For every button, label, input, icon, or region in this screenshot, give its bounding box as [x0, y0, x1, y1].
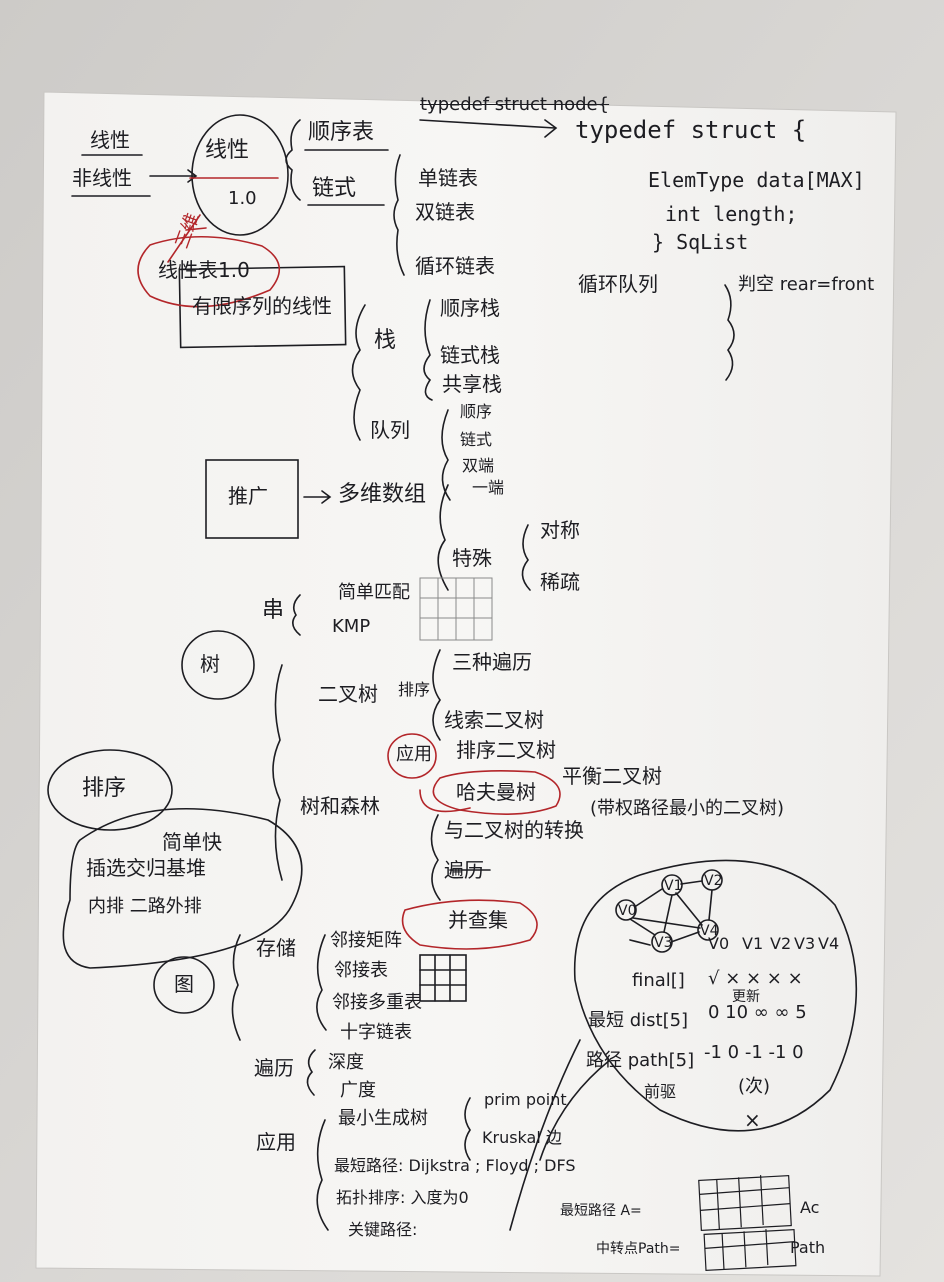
dij-header-v1: V1	[742, 934, 764, 953]
note-shared-stack: 共享栈	[442, 372, 502, 396]
note-queue-seq: 顺序	[460, 402, 493, 421]
dij-node-v2: V2	[704, 873, 723, 889]
note-ac: Ac	[800, 1198, 820, 1217]
note-forest: 树和森林	[300, 794, 380, 818]
note-graph: 图	[174, 972, 194, 996]
note-graph-store: 存储	[256, 936, 296, 960]
note-sparse: 稀疏	[540, 570, 580, 594]
dij-header-v2: V2	[770, 934, 792, 953]
note-graph-apply: 应用	[256, 1130, 296, 1154]
code-line-2: ElemType data[MAX]	[648, 168, 865, 192]
note-topo-sort: 拓扑排序: 入度为0	[336, 1188, 469, 1207]
note-finite-seq: 有限序列的线性	[192, 294, 332, 318]
dij-x-mark: ×	[744, 1108, 761, 1132]
note-seq-stack: 顺序栈	[440, 296, 500, 320]
note-struck-typedef: typedef struct node{	[420, 94, 610, 115]
note-queue-double: 双端	[462, 456, 495, 475]
note-adj-multi: 邻接多重表	[332, 992, 422, 1013]
note-balanced-bt: 平衡二叉树	[562, 764, 662, 788]
dij-prev-label: 前驱	[644, 1082, 677, 1101]
note-special: 特殊	[452, 546, 492, 570]
dij-header-v0: V0	[708, 934, 730, 953]
note-sp-label: 最短路径 A=	[560, 1203, 642, 1219]
note-empty-judge: 判空 rear=front	[738, 274, 875, 295]
note-shortest-path: 最短路径: Dijkstra ; Floyd ; DFS	[334, 1156, 576, 1175]
note-multi-dim-array: 多维数组	[338, 482, 427, 507]
note-bt-sort: 排序	[398, 680, 431, 699]
note-version: 1.0	[228, 188, 257, 209]
note-symmetric: 对称	[540, 518, 580, 542]
dij-node-v3: V3	[654, 935, 673, 951]
note-linear-top: 线性	[90, 128, 130, 152]
note-union-find: 并查集	[448, 908, 508, 932]
note-kruskal: Kruskal 边	[482, 1128, 562, 1147]
note-promote: 推广	[228, 484, 268, 508]
note-cross-list: 十字链表	[340, 1022, 412, 1043]
note-queue-one: 一端	[472, 478, 505, 497]
note-double-linked: 双链表	[415, 200, 475, 224]
paper-sheet	[35, 91, 897, 1277]
note-kmp: KMP	[332, 616, 371, 637]
note-adj-matrix: 邻接矩阵	[330, 930, 402, 951]
note-huffman: 哈夫曼树	[456, 780, 536, 804]
code-line-3: int length;	[665, 202, 798, 226]
dij-final-values: √ × × × ×	[708, 968, 803, 989]
note-tree: 树	[200, 652, 220, 676]
note-circular-linked: 循环链表	[415, 254, 495, 278]
note-path-word: Path	[790, 1238, 826, 1257]
dij-path-values: -1 0 -1 -1 0	[704, 1042, 804, 1063]
note-three-traversals: 三种遍历	[452, 650, 532, 674]
dij-header-v3: V3	[794, 934, 816, 953]
note-forest-traverse: 遍历	[444, 858, 484, 882]
note-adj-list: 邻接表	[334, 960, 388, 981]
note-sorting-line3: 内排 二路外排	[88, 896, 202, 917]
dij-path-label: 路径 path[5]	[586, 1050, 695, 1071]
note-seq-list: 顺序表	[308, 120, 375, 145]
note-mst: 最小生成树	[338, 1108, 428, 1129]
note-queue: 队列	[370, 418, 410, 442]
note-bfs: 广度	[340, 1080, 376, 1101]
code-line-4: } SqList	[652, 230, 749, 254]
note-critical-path: 关键路径:	[348, 1220, 418, 1239]
note-simple-match: 简单匹配	[338, 582, 410, 603]
note-stack: 栈	[374, 328, 397, 353]
note-huffman-def: (带权路径最小的二叉树)	[590, 798, 785, 819]
note-graph-traverse: 遍历	[254, 1056, 294, 1080]
dij-header-v4: V4	[818, 934, 840, 953]
note-link-stack: 链式栈	[440, 343, 500, 367]
note-dfs: 深度	[328, 1052, 364, 1073]
note-forest-convert: 与二叉树的转换	[444, 818, 584, 842]
dij-dist-values: 0 10 ∞ ∞ 5	[708, 1002, 807, 1023]
dij-node-v0: V0	[618, 903, 637, 919]
note-threaded-bt: 线索二叉树	[444, 708, 544, 732]
note-prim: prim point	[484, 1090, 567, 1109]
note-bst: 排序二叉树	[456, 738, 556, 762]
note-single-linked: 单链表	[418, 166, 478, 190]
note-sorting-line2: 插选交归基堆	[86, 856, 206, 880]
dij-final-label: final[]	[632, 970, 685, 991]
note-nonlinear: 非线性	[72, 166, 132, 190]
note-linear-circle: 线性	[205, 138, 250, 163]
note-sorting-line1: 简单快	[162, 830, 222, 854]
note-linear-table: 线性表1.0	[158, 258, 250, 282]
dij-update-note: 更新	[732, 989, 760, 1005]
code-line-1: typedef struct {	[575, 116, 807, 144]
dij-rank: (次)	[738, 1076, 771, 1097]
note-circular-queue: 循环队列	[578, 272, 658, 296]
note-linked: 链式	[312, 176, 357, 201]
dij-node-v4: V4	[700, 923, 719, 939]
note-sorting-title: 排序	[82, 776, 127, 801]
note-tree-apply: 应用	[396, 744, 432, 765]
note-string: 串	[262, 598, 285, 623]
note-binary-tree: 二叉树	[318, 682, 378, 706]
dij-node-v1: V1	[664, 878, 683, 894]
dij-dist-label: 最短 dist[5]	[588, 1010, 689, 1031]
note-queue-link: 链式	[460, 430, 493, 449]
note-path-label: 中转点Path=	[596, 1241, 681, 1257]
